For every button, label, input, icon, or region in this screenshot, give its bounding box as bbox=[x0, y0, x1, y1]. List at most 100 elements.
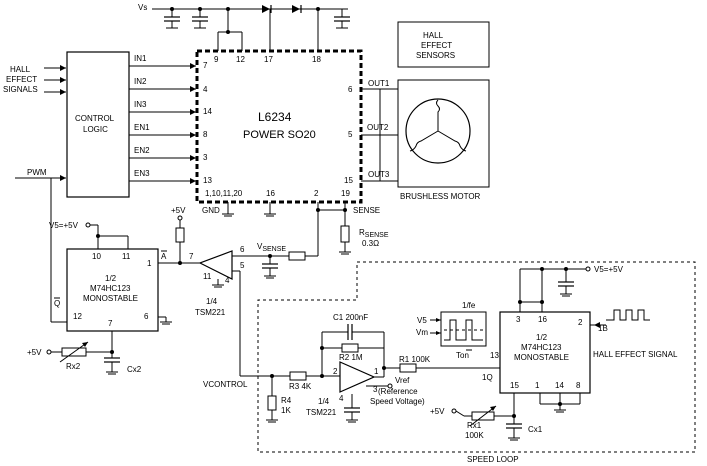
rsense-value: 0.3Ω bbox=[362, 239, 379, 248]
left-monostable: 1/2 M74HC123 MONOSTABLE 10 11 1 12 7 6 A… bbox=[27, 221, 172, 375]
wave-fe-label: 1/fe bbox=[462, 301, 476, 310]
driver-top-pin: 18 bbox=[312, 55, 321, 64]
l6234-driver: L6234 POWER SO20 9 12 17 18 7 4 14 8 3 1… bbox=[195, 49, 380, 256]
driver-bottom-pin: 1,10,11,20 bbox=[205, 189, 243, 198]
r2-label: R2 1M bbox=[339, 353, 363, 362]
mono-right-pin: 8 bbox=[576, 381, 581, 390]
driver-name: L6234 bbox=[258, 110, 292, 124]
sl-opamp-pin: 3 bbox=[373, 385, 378, 394]
pwm-waveform: V5 Vm 1/fe Ton bbox=[416, 301, 487, 360]
out-label: OUT3 bbox=[368, 170, 390, 179]
mono-left-pin: 1 bbox=[147, 259, 152, 268]
vsense-label: VSENSE bbox=[257, 242, 286, 253]
r4-value: 1K bbox=[281, 406, 291, 415]
mono-right-pin: 14 bbox=[555, 381, 564, 390]
mono-right-pin: 13 bbox=[490, 351, 499, 360]
comp-left-pin: 5 bbox=[240, 261, 245, 270]
r3-label: R3 4K bbox=[289, 382, 312, 391]
rsense-name: RSENSE bbox=[359, 228, 389, 239]
driver-top-pin: 17 bbox=[264, 55, 273, 64]
sl-opamp-line: TSM221 bbox=[306, 408, 337, 417]
hall-signal-label: HALL EFFECT SIGNAL bbox=[593, 350, 678, 359]
vs-label: Vs bbox=[138, 3, 147, 12]
speed-loop-label: SPEED LOOP bbox=[467, 455, 519, 464]
rsense-resistor: RSENSE 0.3Ω bbox=[339, 225, 389, 255]
driver-in-pin: 14 bbox=[203, 107, 212, 116]
hall-input-label: HALL bbox=[10, 65, 31, 74]
comp-left-pin: 11 bbox=[203, 272, 212, 281]
driver-out-pin: 5 bbox=[348, 130, 353, 139]
control-out-label: EN2 bbox=[134, 146, 150, 155]
wave-ton-label: Ton bbox=[456, 351, 469, 360]
driver-in-pin: 7 bbox=[203, 61, 208, 70]
driver-out-pin: 6 bbox=[348, 85, 353, 94]
a-bar-label: A bbox=[161, 252, 167, 261]
wave-v5-label: V5 bbox=[417, 316, 427, 325]
mono-right-pin: 16 bbox=[538, 315, 547, 324]
v5-left-label: V5=+5V bbox=[49, 221, 79, 230]
right-monostable: 1/2 M74HC123 MONOSTABLE 3 16 2 13 15 1 1… bbox=[430, 265, 678, 441]
driver-in-pin: 13 bbox=[203, 176, 212, 185]
driver-out-pin: 15 bbox=[344, 176, 353, 185]
hall-input-label: EFFECT bbox=[6, 75, 37, 84]
mono-left-line: M74HC123 bbox=[90, 284, 131, 293]
mono-left-pin: 12 bbox=[73, 312, 82, 321]
driver-package: POWER SO20 bbox=[243, 129, 316, 141]
mono-left-pin: 11 bbox=[122, 252, 131, 261]
mono-right-line: MONOSTABLE bbox=[514, 353, 569, 362]
driver-sense-label: SENSE bbox=[353, 206, 380, 215]
control-logic-line2: LOGIC bbox=[83, 125, 108, 134]
comp-left-line: TSM221 bbox=[195, 308, 226, 317]
mono-right-pin: 2 bbox=[578, 318, 583, 327]
driver-in-pin: 4 bbox=[203, 85, 208, 94]
sl-opamp-pin: 2 bbox=[333, 367, 338, 376]
control-out-label: IN2 bbox=[134, 77, 147, 86]
rx1-value: 100K bbox=[465, 431, 484, 440]
comp-left-pin: 4 bbox=[225, 276, 230, 285]
rx2-label: Rx2 bbox=[66, 362, 81, 371]
supply-rail: Vs bbox=[138, 3, 350, 51]
vref-note: (Reference bbox=[378, 387, 418, 396]
motor-label: BRUSHLESS MOTOR bbox=[400, 192, 481, 201]
hall-sensors-line: HALL bbox=[423, 31, 444, 40]
control-out-label: EN3 bbox=[134, 169, 150, 178]
plus5v-rx2-label: +5V bbox=[27, 348, 42, 357]
driver-in-pin: 8 bbox=[203, 130, 208, 139]
hall-sensors-line: SENSORS bbox=[416, 51, 455, 60]
vcontrol-label: VCONTROL bbox=[203, 380, 248, 389]
mono-right-1b: 1B bbox=[598, 324, 608, 333]
mono-right-1q: 1Q bbox=[482, 373, 493, 382]
driver-top-pin: 9 bbox=[214, 55, 219, 64]
pwm-label: PWM bbox=[27, 168, 47, 177]
plus5v-rx1-label: +5V bbox=[430, 407, 445, 416]
cx1-label: Cx1 bbox=[528, 425, 543, 434]
left-comparator: +5V 7 6 5 11 4 VSENSE 1/4 TSM221 bbox=[158, 206, 318, 377]
mono-left-line: MONOSTABLE bbox=[83, 294, 138, 303]
mono-left-pin: 6 bbox=[144, 312, 149, 321]
r4-name: R4 bbox=[281, 396, 292, 405]
out-label: OUT1 bbox=[368, 79, 390, 88]
q-bar-label: Q bbox=[54, 299, 60, 308]
sl-opamp-pin: 4 bbox=[339, 394, 344, 403]
control-logic-line1: CONTROL bbox=[75, 114, 115, 123]
mono-left-pin: 10 bbox=[92, 252, 101, 261]
mono-left-line: 1/2 bbox=[105, 274, 117, 283]
hall-input-label: SIGNALS bbox=[3, 85, 38, 94]
mono-left-pin: 7 bbox=[108, 319, 113, 328]
rx1-name: Rx1 bbox=[467, 421, 482, 430]
vref-label: Vref bbox=[395, 376, 410, 385]
driver-top-pin: 12 bbox=[236, 55, 245, 64]
v5-right-label: V5=+5V bbox=[594, 265, 624, 274]
mono-right-pin: 1 bbox=[535, 381, 540, 390]
driver-bottom-pin: 16 bbox=[266, 189, 275, 198]
wave-vm-label: Vm bbox=[416, 328, 428, 337]
control-out-label: IN1 bbox=[134, 54, 147, 63]
c1-label: C1 200nF bbox=[333, 313, 368, 322]
speed-loop-opamp: VCONTROL R3 4K R4 1K C1 200nF R2 1M 2 1 … bbox=[203, 313, 500, 423]
speed-loop-region: SPEED LOOP bbox=[257, 261, 696, 464]
mono-right-pin: 15 bbox=[510, 381, 519, 390]
mono-right-line: 1/2 bbox=[536, 333, 548, 342]
mono-right-pin: 3 bbox=[516, 315, 521, 324]
cx2-label: Cx2 bbox=[127, 365, 142, 374]
